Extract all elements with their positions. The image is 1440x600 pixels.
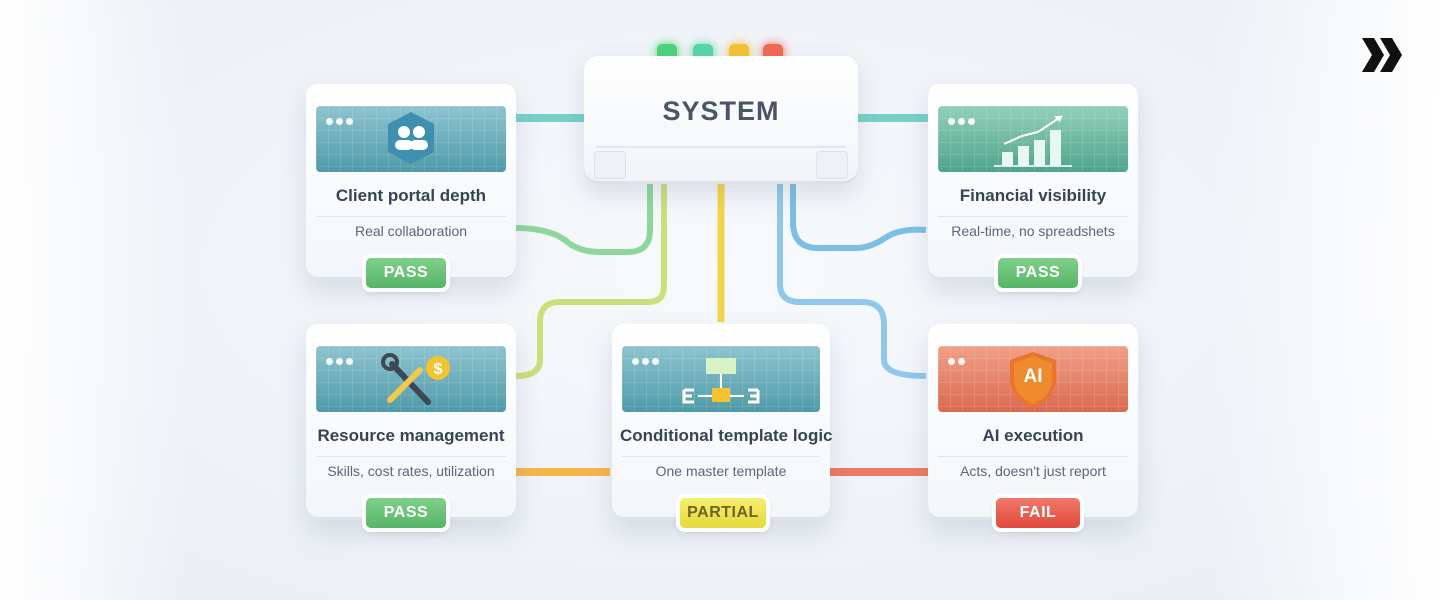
bar-chart-icon xyxy=(938,106,1128,172)
double-chevron-icon xyxy=(1360,36,1404,74)
status-badge-pass: PASS xyxy=(366,258,446,288)
node-subtitle: Acts, doesn't just report xyxy=(938,456,1128,485)
system-port-left xyxy=(594,151,626,179)
node-title: Client portal depth xyxy=(314,186,508,206)
status-badge-pass: PASS xyxy=(366,498,446,528)
node-title: Conditional template logic xyxy=(620,426,822,446)
node-title: AI execution xyxy=(936,426,1130,446)
flow-diagram-icon xyxy=(622,346,820,412)
ai-label: AI xyxy=(938,366,1128,388)
node-subtitle: One master template xyxy=(622,456,820,485)
node-screen: AI xyxy=(938,346,1128,412)
wrench-dollar-icon: $ xyxy=(316,346,506,412)
status-badge-pass: PASS xyxy=(998,258,1078,288)
system-hub: SYSTEM xyxy=(584,56,858,184)
system-divider xyxy=(596,146,846,148)
node-resource: $ Resource management Skills, cost rates… xyxy=(306,324,516,520)
node-client-portal: Client portal depth Real collaboration P… xyxy=(306,84,516,280)
node-title: Financial visibility xyxy=(936,186,1130,206)
status-badge-partial: PARTIAL xyxy=(680,498,766,528)
system-label: SYSTEM xyxy=(584,96,858,127)
node-ai: AI AI execution Acts, doesn't just repor… xyxy=(928,324,1138,520)
node-template: Conditional template logic One master te… xyxy=(612,324,830,520)
node-screen xyxy=(316,106,506,172)
node-subtitle: Real collaboration xyxy=(316,216,506,245)
node-screen xyxy=(622,346,820,412)
node-subtitle: Real-time, no spreadshets xyxy=(938,216,1128,245)
node-title: Resource management xyxy=(314,426,508,446)
status-badge-fail: FAIL xyxy=(996,498,1080,528)
people-icon xyxy=(316,106,506,172)
node-screen: $ xyxy=(316,346,506,412)
node-subtitle: Skills, cost rates, utilization xyxy=(316,456,506,485)
system-port-right xyxy=(816,151,848,179)
node-financial: Financial visibility Real-time, no sprea… xyxy=(928,84,1138,280)
node-screen xyxy=(938,106,1128,172)
svg-text:$: $ xyxy=(434,361,443,378)
